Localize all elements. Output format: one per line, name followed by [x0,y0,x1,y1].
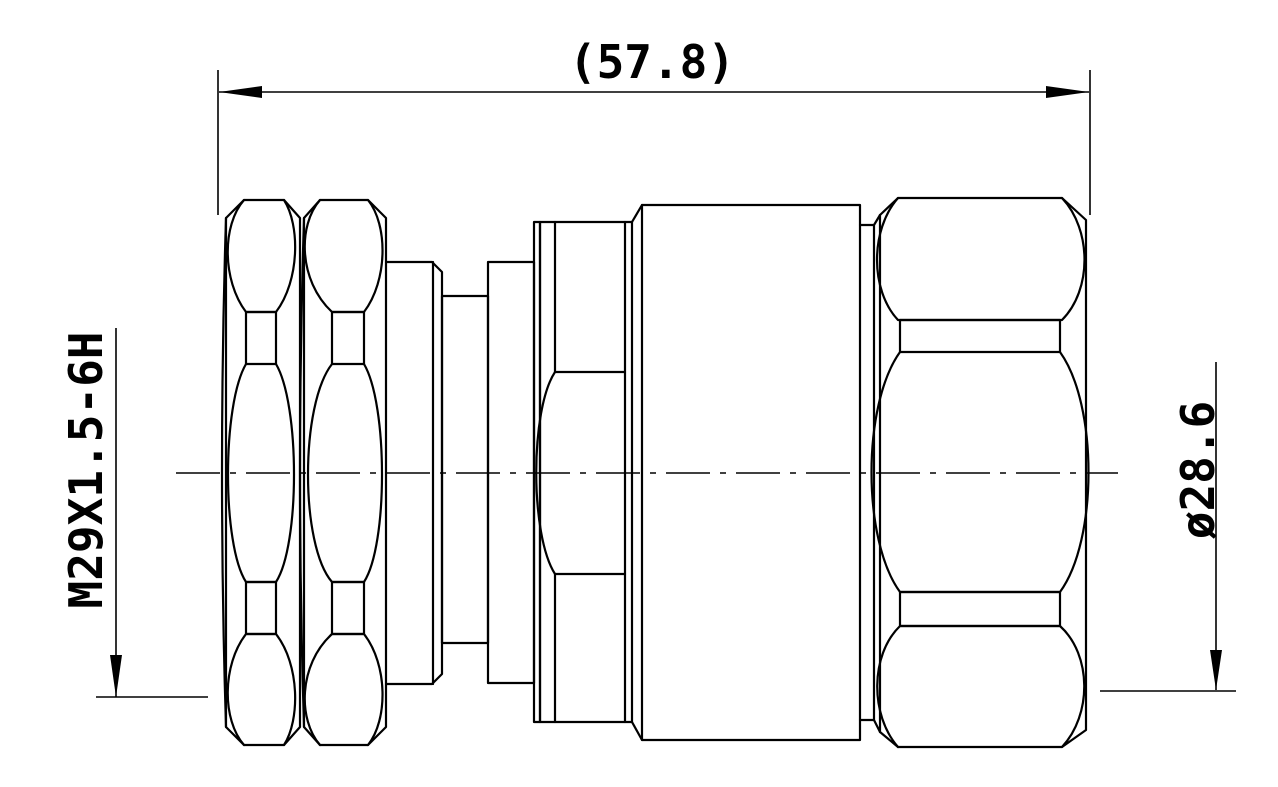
middle-hex [532,220,634,724]
length-dimension-label: (57.8) [569,35,735,89]
length-dimension: (57.8) [217,35,1091,215]
coupling-nut-hex-1 [220,198,302,747]
thread-dimension-label: M29X1.5-6H [59,332,113,609]
arrowhead-left [219,86,262,98]
diameter-dimension: ø28.6 [1100,362,1236,692]
thread-arrowhead [110,655,122,697]
diameter-dimension-label: ø28.6 [1171,401,1225,539]
rear-hex [858,196,1090,749]
arrowhead-right [1046,86,1089,98]
diameter-arrowhead [1210,650,1222,690]
thread-dimension: M29X1.5-6H [59,328,208,698]
